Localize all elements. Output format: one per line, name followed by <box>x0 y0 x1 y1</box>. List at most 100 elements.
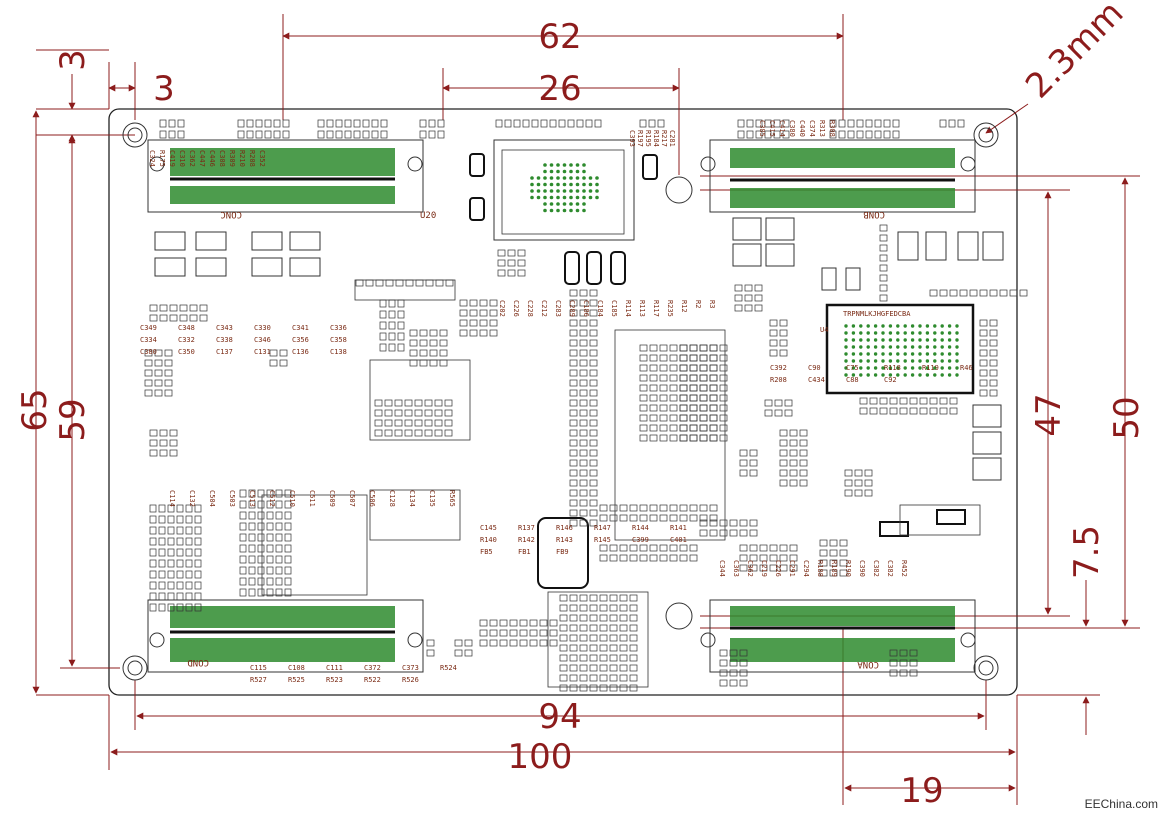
smd-pad <box>374 419 383 427</box>
smd-pad <box>569 439 578 447</box>
smd-pad <box>829 569 838 577</box>
smd-pad <box>266 500 274 509</box>
smd-pad <box>549 619 558 627</box>
smd-pad <box>469 329 478 337</box>
smd-pad <box>499 619 508 627</box>
smd-pad <box>899 649 908 657</box>
u4-ball <box>844 359 848 363</box>
u4-ball <box>866 331 870 335</box>
smd-pad <box>479 309 488 317</box>
smd-pad <box>419 329 428 337</box>
smd-pad <box>579 359 588 367</box>
smd-pad <box>709 529 718 537</box>
smd-pad <box>439 329 448 337</box>
smd-pad <box>397 321 405 330</box>
smd-pad <box>739 459 748 467</box>
smd-pad <box>379 332 387 341</box>
smd-pad <box>540 119 548 128</box>
silk-label: R565 <box>448 490 456 507</box>
smd-pad <box>353 119 361 128</box>
smd-pad <box>789 544 798 552</box>
u4-ball <box>903 359 907 363</box>
smd-pad <box>669 344 678 352</box>
smd-pad <box>764 119 772 128</box>
smd-pad <box>589 329 598 337</box>
smd-pad <box>507 269 516 277</box>
silk-label: C393 <box>628 130 636 147</box>
bga-ball <box>562 189 567 193</box>
smd-pad <box>517 259 526 267</box>
silk-label: C92 <box>884 376 897 384</box>
silk-label: C401 <box>670 536 687 544</box>
smd-pad <box>569 379 578 387</box>
smd-pad <box>649 354 658 362</box>
smd-pad <box>784 399 793 407</box>
dim-100: 100 <box>508 737 573 777</box>
smd-pad <box>779 449 788 457</box>
smd-pad <box>839 539 848 547</box>
u4-ball <box>844 345 848 349</box>
smd-pad <box>589 349 598 357</box>
smd-pad <box>789 429 798 437</box>
smd-pad <box>176 504 184 513</box>
smd-pad <box>237 130 245 139</box>
u4-ball <box>955 366 959 370</box>
silk-label: R46 <box>960 364 973 372</box>
smd-pad <box>569 614 578 622</box>
smd-pad <box>839 559 848 567</box>
smd-pad <box>589 614 598 622</box>
smd-pad <box>444 409 453 417</box>
smd-pad <box>609 514 618 522</box>
smd-pad <box>284 577 292 586</box>
smd-pad <box>284 555 292 564</box>
smd-pad <box>719 394 728 402</box>
silk-label: C289 <box>568 300 576 317</box>
smd-pad <box>669 554 678 562</box>
smd-pad <box>284 489 292 498</box>
smd-pad <box>889 659 898 667</box>
smd-pad <box>385 279 394 287</box>
smd-pad <box>734 284 743 292</box>
smd-pad <box>739 544 748 552</box>
smd-pad <box>619 664 628 672</box>
silk-label: C145 <box>480 524 497 532</box>
u4-ball <box>881 338 885 342</box>
smd-pad <box>589 519 598 527</box>
u4-ball <box>859 345 863 349</box>
smd-pad <box>275 588 283 597</box>
smd-pad <box>579 664 588 672</box>
smd-pad <box>659 364 668 372</box>
bga-ball <box>530 176 534 180</box>
smd-pad <box>779 564 788 572</box>
smd-pad <box>424 429 433 437</box>
smd-pad <box>679 424 688 432</box>
u4-ball <box>955 324 959 328</box>
smd-pad <box>689 394 698 402</box>
smd-pad <box>599 624 608 632</box>
smd-pad <box>739 554 748 562</box>
smd-pad <box>669 394 678 402</box>
smd-pad <box>239 566 247 575</box>
silk-label: C504 <box>208 490 216 507</box>
smd-pad <box>509 619 518 627</box>
silk-label: R3 <box>708 300 716 308</box>
smd-pad <box>689 404 698 412</box>
smd-pad <box>599 504 608 512</box>
smd-pad <box>365 279 374 287</box>
bga-ball <box>582 163 586 167</box>
smd-pad <box>919 397 928 405</box>
u4-ball <box>844 324 848 328</box>
bga-ball <box>582 169 586 174</box>
smd-pad <box>395 279 404 287</box>
smd-pad <box>529 639 538 647</box>
smd-pad <box>589 309 598 317</box>
u4-ball <box>881 345 885 349</box>
smd-pad <box>405 279 414 287</box>
smd-pad <box>589 479 598 487</box>
u4-ball <box>866 352 870 356</box>
smd-pad <box>579 339 588 347</box>
u4-ball <box>859 366 863 370</box>
smd-pad <box>619 504 628 512</box>
smd-pad <box>549 639 558 647</box>
